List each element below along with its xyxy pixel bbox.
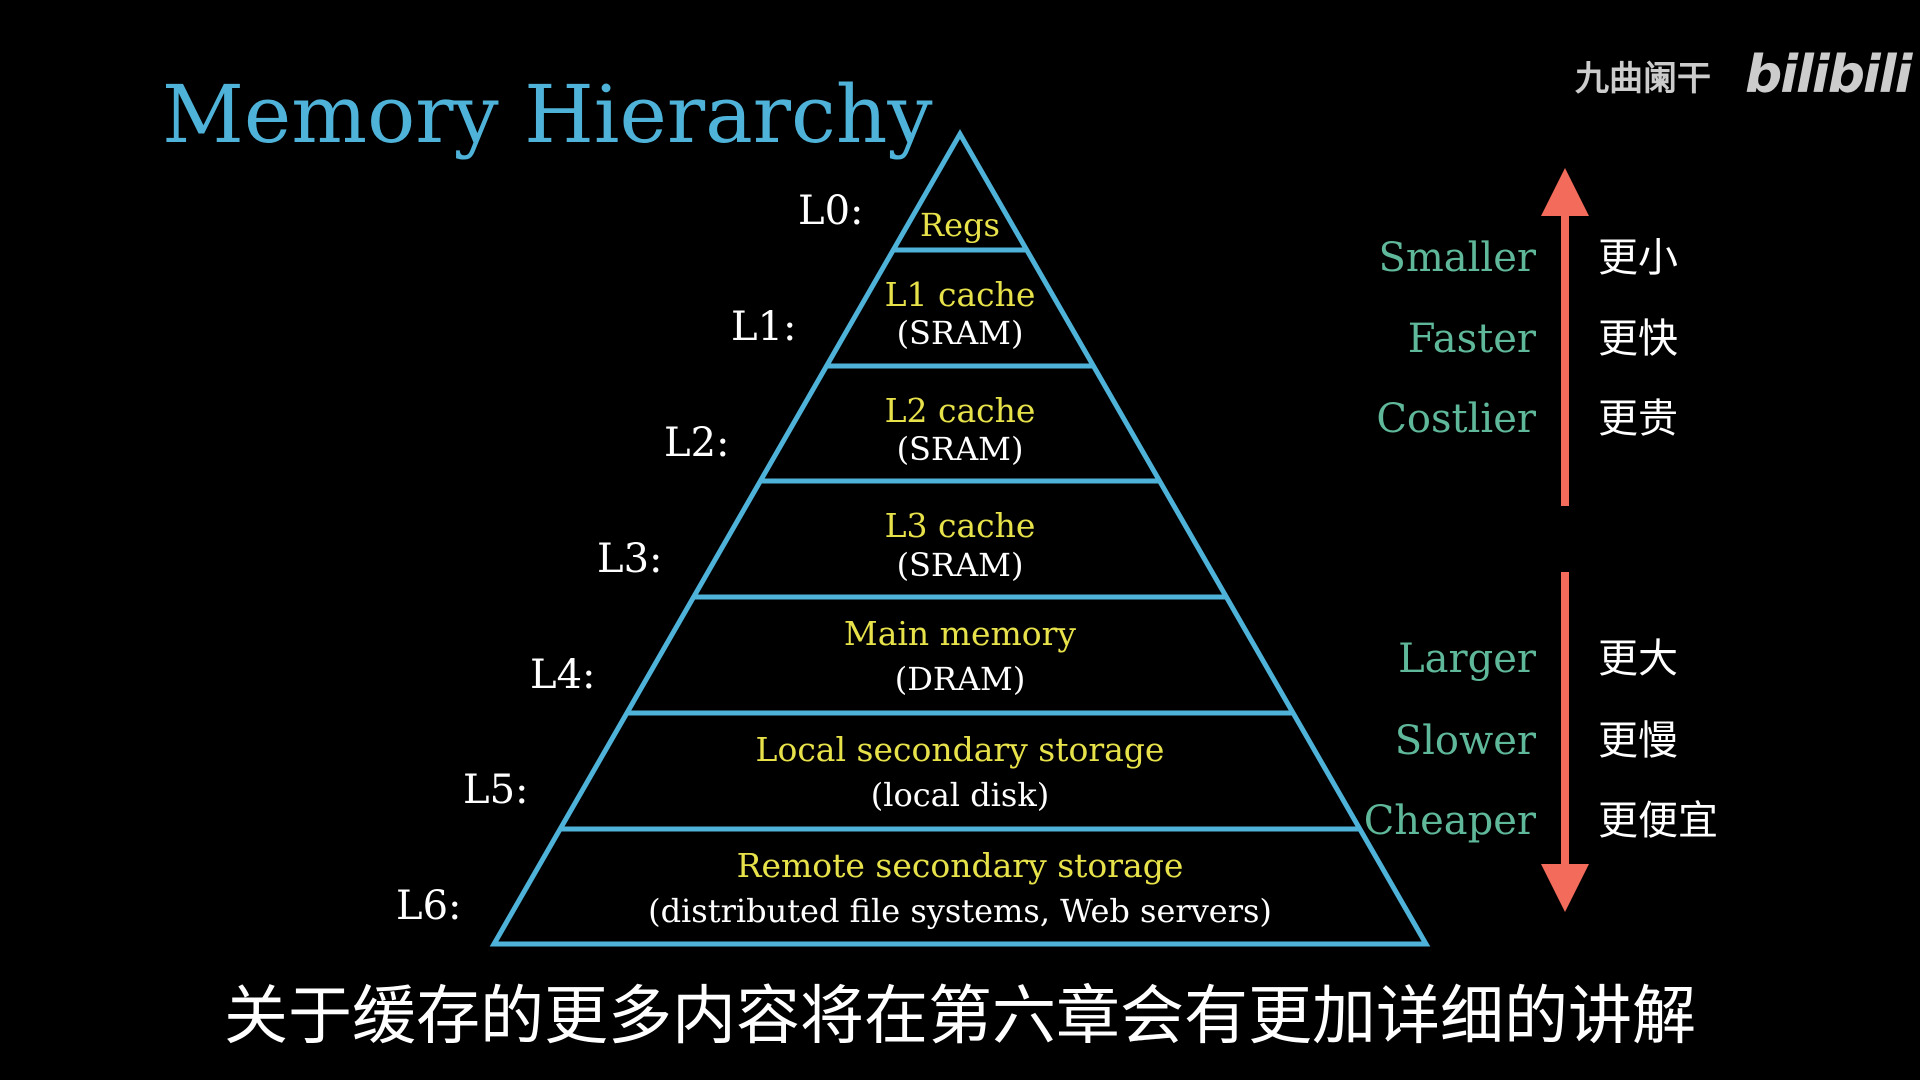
bottom-property-zh-2: 更便宜: [1598, 798, 1718, 844]
subtitle-caption: 关于缓存的更多内容将在第六章会有更加详细的讲解: [224, 980, 1696, 1054]
top-property-en-1: Faster: [1408, 316, 1537, 362]
tier-name-5: Local secondary storage: [756, 730, 1165, 769]
tier-detail-2: (SRAM): [897, 430, 1024, 468]
level-label-6: L6:: [396, 883, 462, 929]
properties-panel: Smaller 更小 Faster 更快 Costlier 更贵 Larger 更大 Slow…: [1364, 168, 1718, 912]
bottom-properties: Larger 更大 Slower 更慢 Cheaper 更便宜: [1364, 636, 1718, 844]
pyramid-outline: [489, 128, 1431, 947]
level-label-5: L5:: [463, 767, 529, 813]
level-label-1: L1:: [731, 304, 797, 350]
level-label-3: L3:: [597, 536, 663, 582]
tier-detail-3: (SRAM): [897, 546, 1024, 584]
tier-detail-1: (SRAM): [897, 314, 1024, 352]
pyramid: [489, 128, 1431, 947]
bottom-property-zh-1: 更慢: [1598, 718, 1678, 764]
bottom-property-en-1: Slower: [1395, 718, 1537, 764]
tier-name-6: Remote secondary storage: [737, 846, 1184, 885]
top-property-zh-2: 更贵: [1598, 396, 1678, 442]
level-label-4: L4:: [530, 652, 596, 698]
tier-detail-6: (distributed file systems, Web servers): [648, 892, 1272, 930]
down-arrow-icon: [1541, 572, 1589, 912]
tier-name-1: L1 cache: [885, 275, 1036, 314]
tier-name-4: Main memory: [844, 614, 1077, 653]
bottom-property-en-0: Larger: [1398, 636, 1537, 682]
slide-title: Memory Hierarchy: [162, 68, 933, 161]
tier-detail-5: (local disk): [871, 776, 1049, 814]
tier-detail-4: (DRAM): [895, 660, 1026, 698]
top-property-zh-1: 更快: [1598, 316, 1678, 362]
tier-name-3: L3 cache: [885, 506, 1036, 545]
top-property-en-0: Smaller: [1378, 235, 1536, 281]
watermark-channel: 九曲阑干: [1575, 59, 1711, 99]
tier-name-2: L2 cache: [885, 391, 1036, 430]
bottom-property-en-2: Cheaper: [1364, 798, 1537, 844]
level-label-2: L2:: [664, 420, 730, 466]
level-labels: L0: L1: L2: L3: L4: L5: L6:: [396, 188, 864, 929]
top-property-zh-0: 更小: [1598, 235, 1678, 281]
bottom-property-zh-0: 更大: [1598, 636, 1678, 682]
tier-name-0: Regs: [920, 206, 1000, 244]
top-properties: Smaller 更小 Faster 更快 Costlier 更贵: [1376, 235, 1678, 442]
top-property-en-2: Costlier: [1376, 396, 1537, 442]
watermark: 九曲阑干 bilibili: [1575, 45, 1916, 105]
watermark-platform-logo: bilibili: [1745, 45, 1914, 105]
level-label-0: L0:: [798, 188, 864, 234]
up-arrow-icon: [1541, 168, 1589, 506]
